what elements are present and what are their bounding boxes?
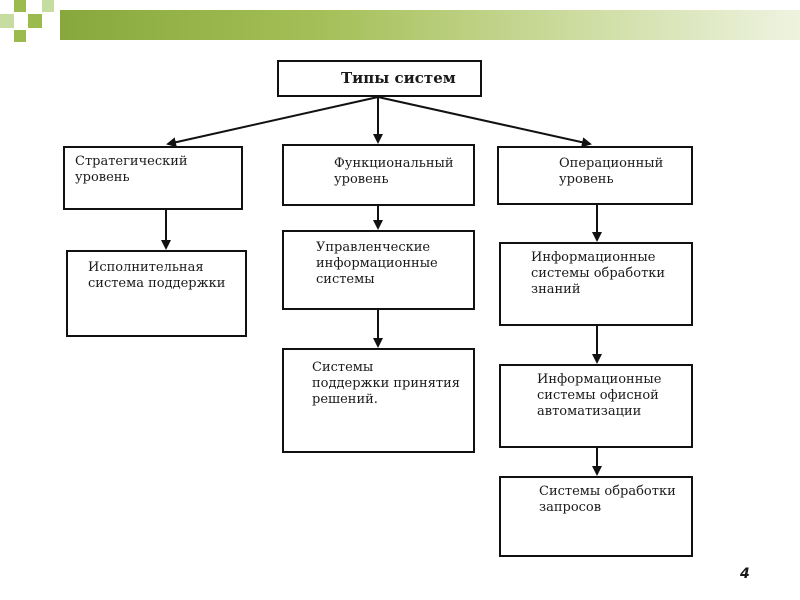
arrow-root-to-strategic: [166, 96, 379, 148]
node-strategic-level: Стратегический уровень: [63, 146, 243, 210]
node-office-automation-label: Информационные системы офисной автоматиз…: [537, 372, 662, 419]
node-management-is: Управленческие информационные системы: [282, 230, 475, 310]
arrow-root-to-operational: [377, 96, 592, 148]
node-executive-support: Исполнительная система поддержки: [66, 250, 247, 337]
node-operational-level-label: Операционный уровень: [559, 156, 664, 187]
node-knowledge-processing: Информационные системы обработки знаний: [499, 242, 693, 326]
node-functional-level: Функциональный уровень: [282, 144, 475, 206]
header-gradient-bar: [60, 10, 800, 40]
node-knowledge-processing-label: Информационные системы обработки знаний: [531, 250, 666, 297]
node-root-label: Типы систем: [341, 69, 456, 87]
node-root: Типы систем: [277, 60, 482, 97]
node-query-processing-label: Системы обработки запросов: [539, 484, 676, 515]
node-functional-level-label: Функциональный уровень: [334, 156, 454, 187]
node-decision-support-label: Системы поддержки принятия решений.: [312, 360, 460, 407]
node-operational-level: Операционный уровень: [497, 146, 693, 205]
node-office-automation: Информационные системы офисной автоматиз…: [499, 364, 693, 448]
node-management-is-label: Управленческие информационные системы: [316, 240, 438, 287]
node-decision-support: Системы поддержки принятия решений.: [282, 348, 475, 453]
node-executive-support-label: Исполнительная система поддержки: [88, 260, 226, 291]
node-strategic-level-label: Стратегический уровень: [75, 154, 188, 185]
node-query-processing: Системы обработки запросов: [499, 476, 693, 557]
page-number: 4: [740, 566, 750, 582]
